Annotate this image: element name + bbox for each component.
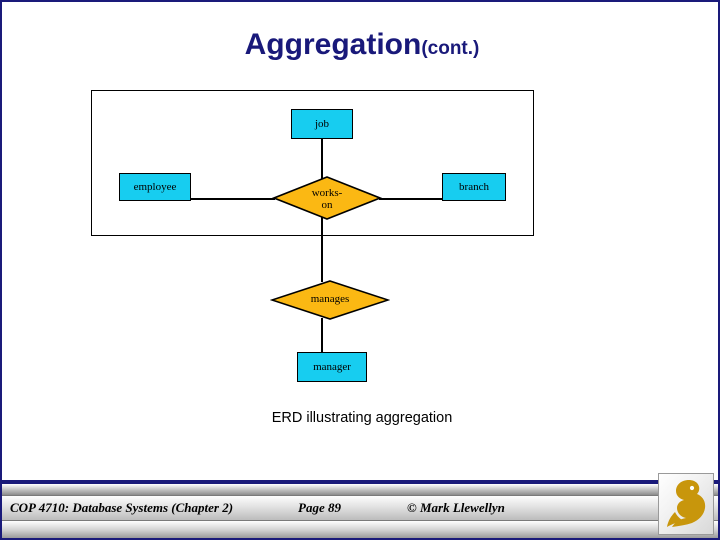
relationship-manages[interactable]: manages — [270, 280, 390, 320]
connector-workson-manages — [321, 216, 323, 282]
connector-workson-branch — [379, 198, 443, 200]
footer-gradient-top — [2, 484, 718, 495]
entity-manager[interactable]: manager — [297, 352, 367, 382]
footer-page-number: Page 89 — [298, 500, 341, 515]
footer-course-text: COP 4710: Database Systems (Chapter 2) — [10, 500, 234, 515]
page-title: Aggregation(cont.) — [2, 28, 718, 62]
entity-job[interactable]: job — [291, 109, 353, 139]
aggregation-boundary — [91, 90, 534, 236]
footer-gradient-bottom — [2, 521, 718, 538]
slide-footer: COP 4710: Database Systems (Chapter 2) P… — [2, 473, 718, 538]
ucf-pegasus-logo — [658, 473, 714, 535]
title-main: Aggregation — [244, 28, 422, 61]
entity-employee[interactable]: employee — [119, 173, 191, 201]
title-subtitle: (cont.) — [421, 38, 480, 59]
relationship-works-on[interactable]: works-on — [272, 176, 382, 220]
connector-manages-manager — [321, 318, 323, 352]
entity-employee-label: employee — [133, 180, 177, 193]
connector-employee-workson — [191, 198, 275, 200]
diamond-shape-works-on — [272, 176, 382, 220]
diamond-shape-manages — [270, 280, 390, 320]
footer-author-text: © Mark Llewellyn — [407, 500, 505, 515]
footer-accent-bar — [2, 480, 718, 484]
entity-branch[interactable]: branch — [442, 173, 506, 201]
pegasus-icon — [667, 480, 706, 527]
erd-diagram: job employee branch works-on manages — [2, 2, 718, 462]
entity-manager-label: manager — [313, 360, 351, 373]
entity-branch-label: branch — [459, 180, 489, 193]
footer-main-bar — [2, 495, 718, 521]
connector-job-workson — [321, 139, 323, 179]
diagram-caption: ERD illustrating aggregation — [271, 410, 453, 426]
entity-job-label: job — [314, 117, 330, 130]
